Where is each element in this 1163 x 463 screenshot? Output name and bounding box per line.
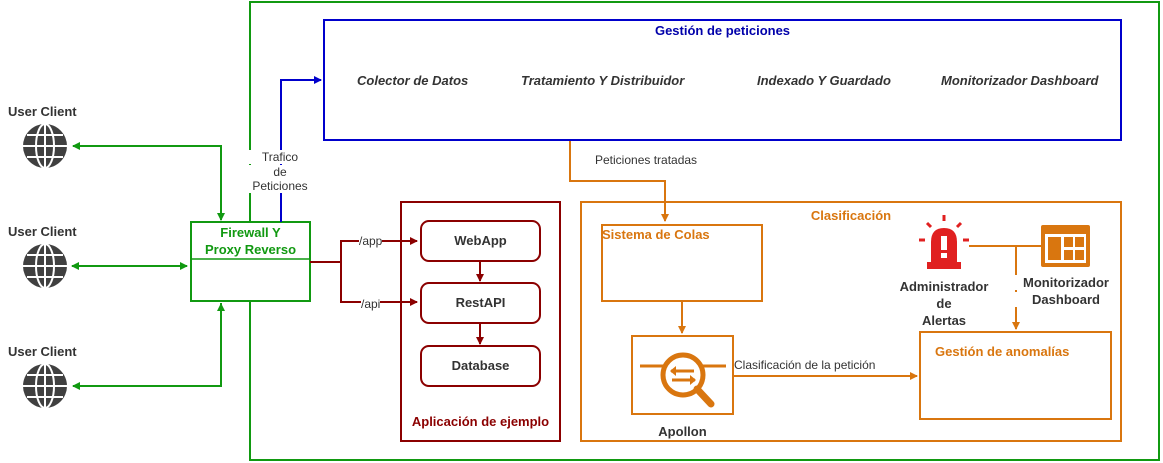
anomalias-label: Gestión de anomalías bbox=[935, 344, 1070, 359]
peticiones-tratadas-arrow bbox=[569, 141, 669, 222]
globe-icon bbox=[23, 363, 67, 409]
peticiones-tratadas-label: Peticiones tratadas bbox=[595, 153, 698, 167]
route-api-label: /api bbox=[361, 297, 381, 311]
gestion-item-monitorizador: Monitorizador Dashboard bbox=[941, 73, 1099, 88]
clasificacion-title: Clasificación bbox=[810, 208, 892, 223]
firewall-label-line1: Firewall Y bbox=[220, 225, 281, 240]
apollon-icon[interactable] bbox=[631, 335, 734, 415]
firewall-label-line2: Proxy Reverso bbox=[204, 242, 297, 257]
client-label: User Client bbox=[8, 104, 77, 119]
dashboard-icon[interactable] bbox=[1041, 225, 1090, 267]
globe-icon bbox=[23, 123, 67, 169]
client-label: User Client bbox=[8, 224, 77, 239]
sistema-colas-label: Sistema de Colas bbox=[602, 227, 710, 242]
app-ejemplo-box[interactable] bbox=[400, 201, 561, 442]
route-app-label: /app bbox=[359, 234, 383, 248]
client3-connector bbox=[72, 303, 222, 390]
client-label: User Client bbox=[8, 344, 77, 359]
app-ejemplo-title: Aplicación de ejemplo bbox=[411, 414, 550, 429]
alertas-label-line2: de bbox=[936, 296, 952, 311]
database-label: Database bbox=[451, 358, 510, 373]
database-box[interactable] bbox=[420, 345, 541, 387]
alertas-label-line1: Administrador bbox=[899, 279, 989, 294]
gestion-item-indexado: Indexado Y Guardado bbox=[757, 73, 891, 88]
alertas-label-line3: Alertas bbox=[921, 313, 967, 328]
restapi-label: RestAPI bbox=[455, 295, 506, 310]
gestion-item-colector: Colector de Datos bbox=[357, 73, 469, 88]
client1-connector bbox=[72, 142, 222, 220]
route-api-arrow bbox=[340, 262, 418, 306]
gestion-peticiones-box[interactable] bbox=[323, 19, 1122, 141]
trafico-label-line2: de bbox=[248, 165, 312, 179]
monitor-label-line2: Dashboard bbox=[1012, 292, 1120, 307]
clasificacion-peticion-label: Clasificación de la petición bbox=[734, 358, 876, 372]
trafico-label-line1: Trafico bbox=[248, 150, 312, 164]
alarm-siren-icon[interactable] bbox=[919, 215, 969, 269]
anomalias-box[interactable] bbox=[919, 331, 1112, 420]
monitor-label-line1: Monitorizador bbox=[1012, 275, 1120, 290]
globe-icon bbox=[23, 243, 67, 289]
gestion-title: Gestión de peticiones bbox=[654, 23, 791, 38]
trafico-label-line3: Peticiones bbox=[248, 179, 312, 193]
webapp-label: WebApp bbox=[454, 233, 507, 248]
gestion-item-tratamiento: Tratamiento Y Distribuidor bbox=[521, 73, 685, 88]
clasificacion-box[interactable] bbox=[580, 201, 1122, 442]
apollon-label: Apollon bbox=[658, 424, 707, 439]
